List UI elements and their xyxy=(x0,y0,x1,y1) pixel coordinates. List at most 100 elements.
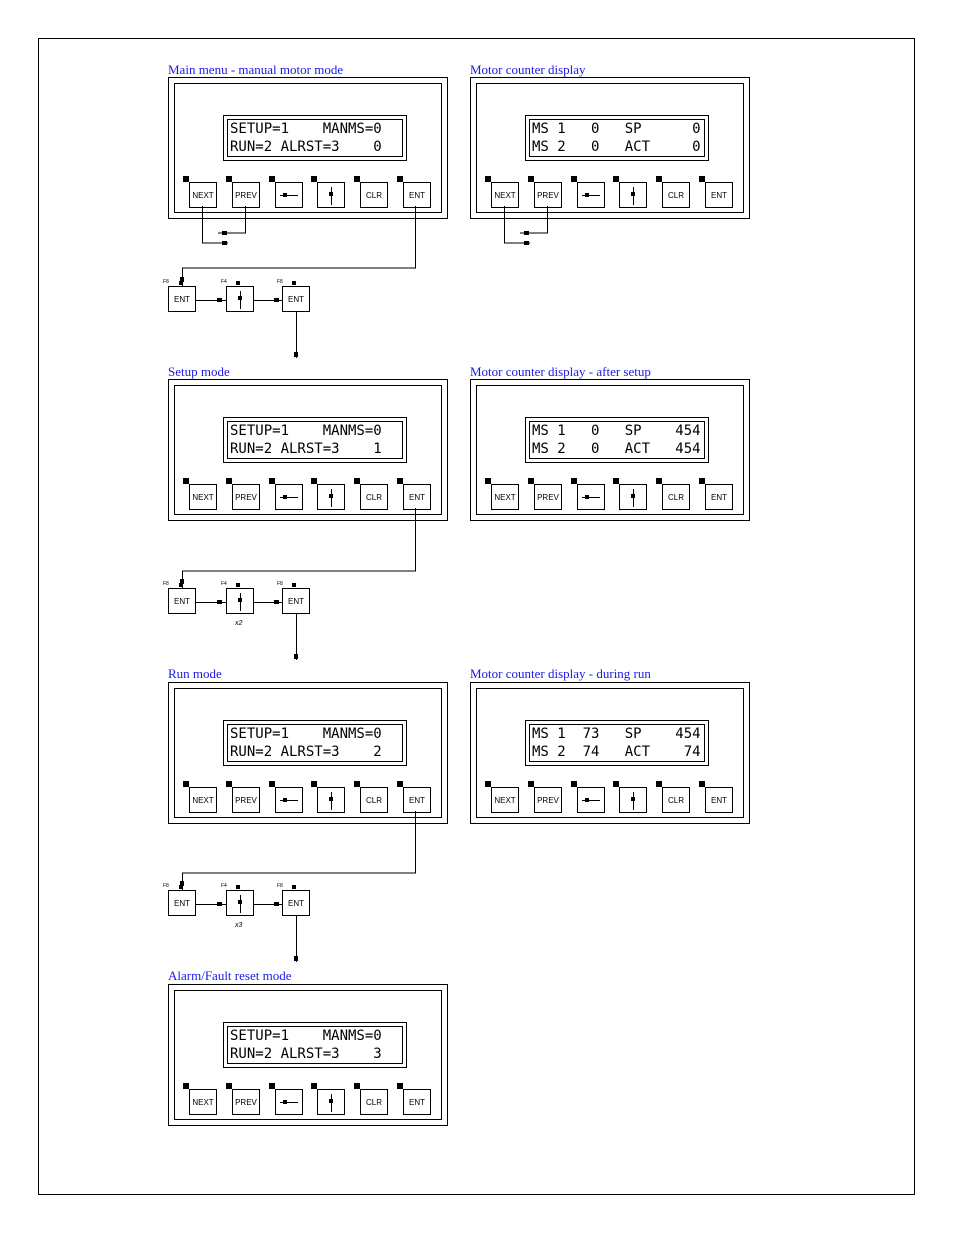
lcd-display: MS 1 0 SP 454 MS 2 0 ACT 454 xyxy=(525,417,709,463)
up-arrow-icon xyxy=(631,792,635,810)
ent-key[interactable]: ENT xyxy=(705,787,733,813)
led-label: F8 xyxy=(163,883,169,889)
ent-step-key: ENT xyxy=(168,890,196,916)
led-label: F4 xyxy=(221,883,227,889)
lcd-line-1: SETUP=1 MANMS=0 xyxy=(230,726,382,742)
lcd-line-1: SETUP=1 MANMS=0 xyxy=(230,121,382,137)
up-arrow-key[interactable] xyxy=(619,787,647,813)
clr-key[interactable]: CLR xyxy=(360,182,388,208)
left-arrow-key[interactable] xyxy=(577,484,605,510)
ent-key[interactable]: ENT xyxy=(403,484,431,510)
panel-main-menu: SETUP=1 MANMS=0 RUN=2 ALRST=3 0 NEXT PRE… xyxy=(168,77,448,219)
up-arrow-key[interactable] xyxy=(619,182,647,208)
up-step-key xyxy=(226,588,254,614)
title-run-mode: Run mode xyxy=(168,666,222,681)
next-key[interactable]: NEXT xyxy=(189,1089,217,1115)
up-arrow-key[interactable] xyxy=(317,787,345,813)
up-arrow-key[interactable] xyxy=(317,182,345,208)
led-label: F4 xyxy=(221,279,227,285)
panel-motor-counter: MS 1 0 SP 0 MS 2 0 ACT 0 NEXT PREV CLR E… xyxy=(470,77,750,219)
next-key[interactable]: NEXT xyxy=(189,787,217,813)
up-arrow-icon xyxy=(631,489,635,507)
lcd-line-2: MS 2 0 ACT 0 xyxy=(532,139,701,155)
left-arrow-icon xyxy=(582,193,600,197)
repeat-label: x3 xyxy=(235,922,243,929)
lcd-line-2: MS 2 0 ACT 454 xyxy=(532,441,701,457)
ent-step-key: ENT xyxy=(282,588,310,614)
left-arrow-key[interactable] xyxy=(577,182,605,208)
title-alarm-reset-mode: Alarm/Fault reset mode xyxy=(168,968,292,983)
title-setup-mode: Setup mode xyxy=(168,364,230,379)
panel-setup-mode: SETUP=1 MANMS=0 RUN=2 ALRST=3 1 NEXT PRE… xyxy=(168,379,448,521)
ent-key[interactable]: ENT xyxy=(403,1089,431,1115)
prev-key[interactable]: PREV xyxy=(534,484,562,510)
prev-key[interactable]: PREV xyxy=(534,182,562,208)
up-arrow-key[interactable] xyxy=(619,484,647,510)
prev-key[interactable]: PREV xyxy=(534,787,562,813)
ent-step-key: ENT xyxy=(168,286,196,312)
lcd-line-1: SETUP=1 MANMS=0 xyxy=(230,423,382,439)
left-arrow-icon xyxy=(280,495,298,499)
ent-step-key: ENT xyxy=(168,588,196,614)
repeat-label: x2 xyxy=(235,620,243,627)
next-key[interactable]: NEXT xyxy=(491,182,519,208)
panel-alarm-reset-mode: SETUP=1 MANMS=0 RUN=2 ALRST=3 3 NEXT PRE… xyxy=(168,984,448,1126)
title-motor-counter-during-run: Motor counter display - during run xyxy=(470,666,651,681)
panel-motor-counter-during-run: MS 1 73 SP 454 MS 2 74 ACT 74 NEXT PREV … xyxy=(470,682,750,824)
left-arrow-key[interactable] xyxy=(275,787,303,813)
lcd-display: SETUP=1 MANMS=0 RUN=2 ALRST=3 3 xyxy=(223,1022,407,1068)
lcd-line-2: RUN=2 ALRST=3 3 xyxy=(230,1046,382,1062)
lcd-line-2: RUN=2 ALRST=3 0 xyxy=(230,139,382,155)
lcd-line-2: RUN=2 ALRST=3 2 xyxy=(230,744,382,760)
clr-key[interactable]: CLR xyxy=(360,1089,388,1115)
up-step-key xyxy=(226,890,254,916)
clr-key[interactable]: CLR xyxy=(662,182,690,208)
clr-key[interactable]: CLR xyxy=(360,484,388,510)
next-key[interactable]: NEXT xyxy=(189,484,217,510)
up-arrow-icon xyxy=(238,291,242,309)
up-arrow-icon xyxy=(329,1094,333,1112)
prev-key[interactable]: PREV xyxy=(232,484,260,510)
lcd-display: MS 1 0 SP 0 MS 2 0 ACT 0 xyxy=(525,115,709,161)
title-motor-counter-after-setup: Motor counter display - after setup xyxy=(470,364,651,379)
left-arrow-key[interactable] xyxy=(275,182,303,208)
ent-key[interactable]: ENT xyxy=(705,484,733,510)
clr-key[interactable]: CLR xyxy=(662,787,690,813)
up-arrow-icon xyxy=(329,489,333,507)
left-arrow-icon xyxy=(582,798,600,802)
left-arrow-key[interactable] xyxy=(577,787,605,813)
next-key[interactable]: NEXT xyxy=(491,787,519,813)
lcd-display: SETUP=1 MANMS=0 RUN=2 ALRST=3 2 xyxy=(223,720,407,766)
up-arrow-key[interactable] xyxy=(317,484,345,510)
prev-key[interactable]: PREV xyxy=(232,182,260,208)
up-arrow-icon xyxy=(631,187,635,205)
up-arrow-icon xyxy=(238,895,242,913)
left-arrow-icon xyxy=(582,495,600,499)
lcd-line-1: MS 1 73 SP 454 xyxy=(532,726,701,742)
panel-motor-counter-after-setup: MS 1 0 SP 454 MS 2 0 ACT 454 NEXT PREV C… xyxy=(470,379,750,521)
lcd-line-1: MS 1 0 SP 0 xyxy=(532,121,701,137)
left-arrow-icon xyxy=(280,193,298,197)
clr-key[interactable]: CLR xyxy=(360,787,388,813)
next-key[interactable]: NEXT xyxy=(491,484,519,510)
up-arrow-key[interactable] xyxy=(317,1089,345,1115)
led-label: F8 xyxy=(163,279,169,285)
lcd-line-1: MS 1 0 SP 454 xyxy=(532,423,701,439)
panel-run-mode: SETUP=1 MANMS=0 RUN=2 ALRST=3 2 NEXT PRE… xyxy=(168,682,448,824)
lcd-display: SETUP=1 MANMS=0 RUN=2 ALRST=3 0 xyxy=(223,115,407,161)
left-arrow-key[interactable] xyxy=(275,484,303,510)
ent-key[interactable]: ENT xyxy=(705,182,733,208)
ent-key[interactable]: ENT xyxy=(403,182,431,208)
up-arrow-icon xyxy=(329,187,333,205)
clr-key[interactable]: CLR xyxy=(662,484,690,510)
ent-step-key: ENT xyxy=(282,890,310,916)
left-arrow-key[interactable] xyxy=(275,1089,303,1115)
prev-key[interactable]: PREV xyxy=(232,1089,260,1115)
led-label: F4 xyxy=(221,581,227,587)
prev-key[interactable]: PREV xyxy=(232,787,260,813)
up-step-key xyxy=(226,286,254,312)
ent-key[interactable]: ENT xyxy=(403,787,431,813)
lcd-line-1: SETUP=1 MANMS=0 xyxy=(230,1028,382,1044)
lcd-line-2: MS 2 74 ACT 74 xyxy=(532,744,701,760)
